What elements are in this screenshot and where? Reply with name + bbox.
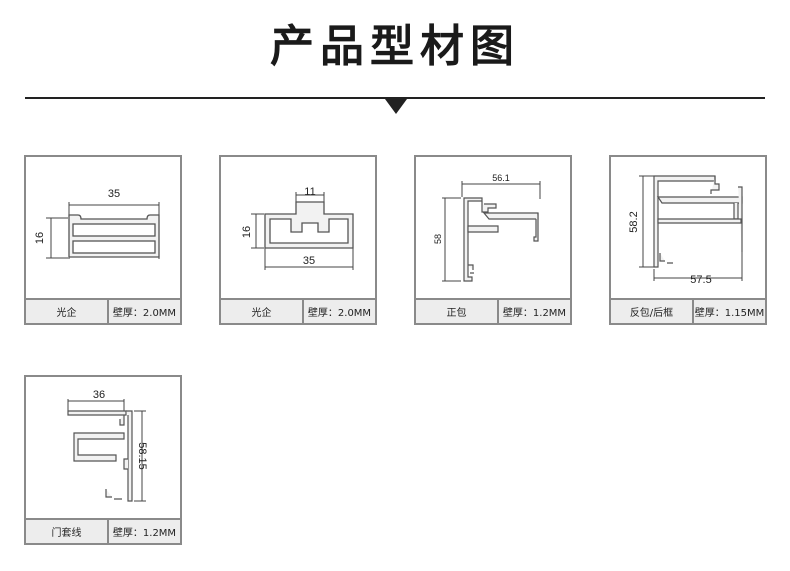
profile-name: 门套线 [26, 520, 109, 543]
profile-caption: 光企 壁厚：2.0MM [221, 298, 375, 323]
wall-thickness: 壁厚：2.0MM [112, 308, 177, 319]
profile-caption: 门套线 壁厚：1.2MM [26, 518, 180, 543]
profile-name: 正包 [416, 300, 499, 323]
profile-name: 反包/后框 [611, 300, 694, 323]
profile-name: 光企 [221, 300, 304, 323]
wall-thickness: 壁厚：2.0MM [307, 308, 372, 319]
dim-label: 16 [241, 226, 253, 238]
profile-caption: 反包/后框 壁厚：1.15MM [611, 298, 765, 323]
wall-thickness: 壁厚：1.2MM [112, 528, 177, 539]
profile-card: 11 16 35 光企 壁厚：2.0MM [219, 155, 377, 325]
dim-label: 36 [93, 389, 105, 401]
divider-arrow-icon [385, 99, 407, 114]
wall-thickness: 壁厚：1.2MM [502, 308, 567, 319]
dim-label: 35 [108, 188, 120, 200]
profile-drawing: 56.1 58 [433, 173, 541, 282]
dim-label: 11 [304, 186, 315, 198]
profile-drawing: 58.2 57.5 [628, 175, 743, 286]
profile-card: 36 58.15 门套线 壁厚：1.2MM [24, 375, 182, 545]
dim-label: 58.2 [628, 211, 640, 232]
dim-label: 56.1 [492, 173, 510, 183]
profile-card: 35 16 光企 壁厚：2.0MM [24, 155, 182, 325]
profile-card: 58.2 57.5 反包/后框 壁厚：1.15MM [609, 155, 767, 325]
profile-caption: 光企 壁厚：2.0MM [26, 298, 180, 323]
dim-label: 57.5 [690, 274, 711, 286]
profile-drawing: 35 16 [34, 188, 160, 259]
dim-label: 16 [34, 232, 46, 244]
profile-card: 56.1 58 正包 壁厚：1.2MM [414, 155, 572, 325]
title-divider [25, 97, 765, 99]
page-title: 产品型材图 [270, 21, 520, 72]
dim-label: 58.15 [136, 442, 148, 470]
profile-drawing: 11 16 35 [241, 186, 354, 270]
dim-label: 58 [433, 234, 443, 244]
dim-label: 35 [303, 255, 315, 267]
profile-caption: 正包 壁厚：1.2MM [416, 298, 570, 323]
profile-name: 光企 [26, 300, 109, 323]
wall-thickness: 壁厚：1.15MM [694, 308, 765, 319]
profile-drawing: 36 58.15 [67, 389, 148, 502]
